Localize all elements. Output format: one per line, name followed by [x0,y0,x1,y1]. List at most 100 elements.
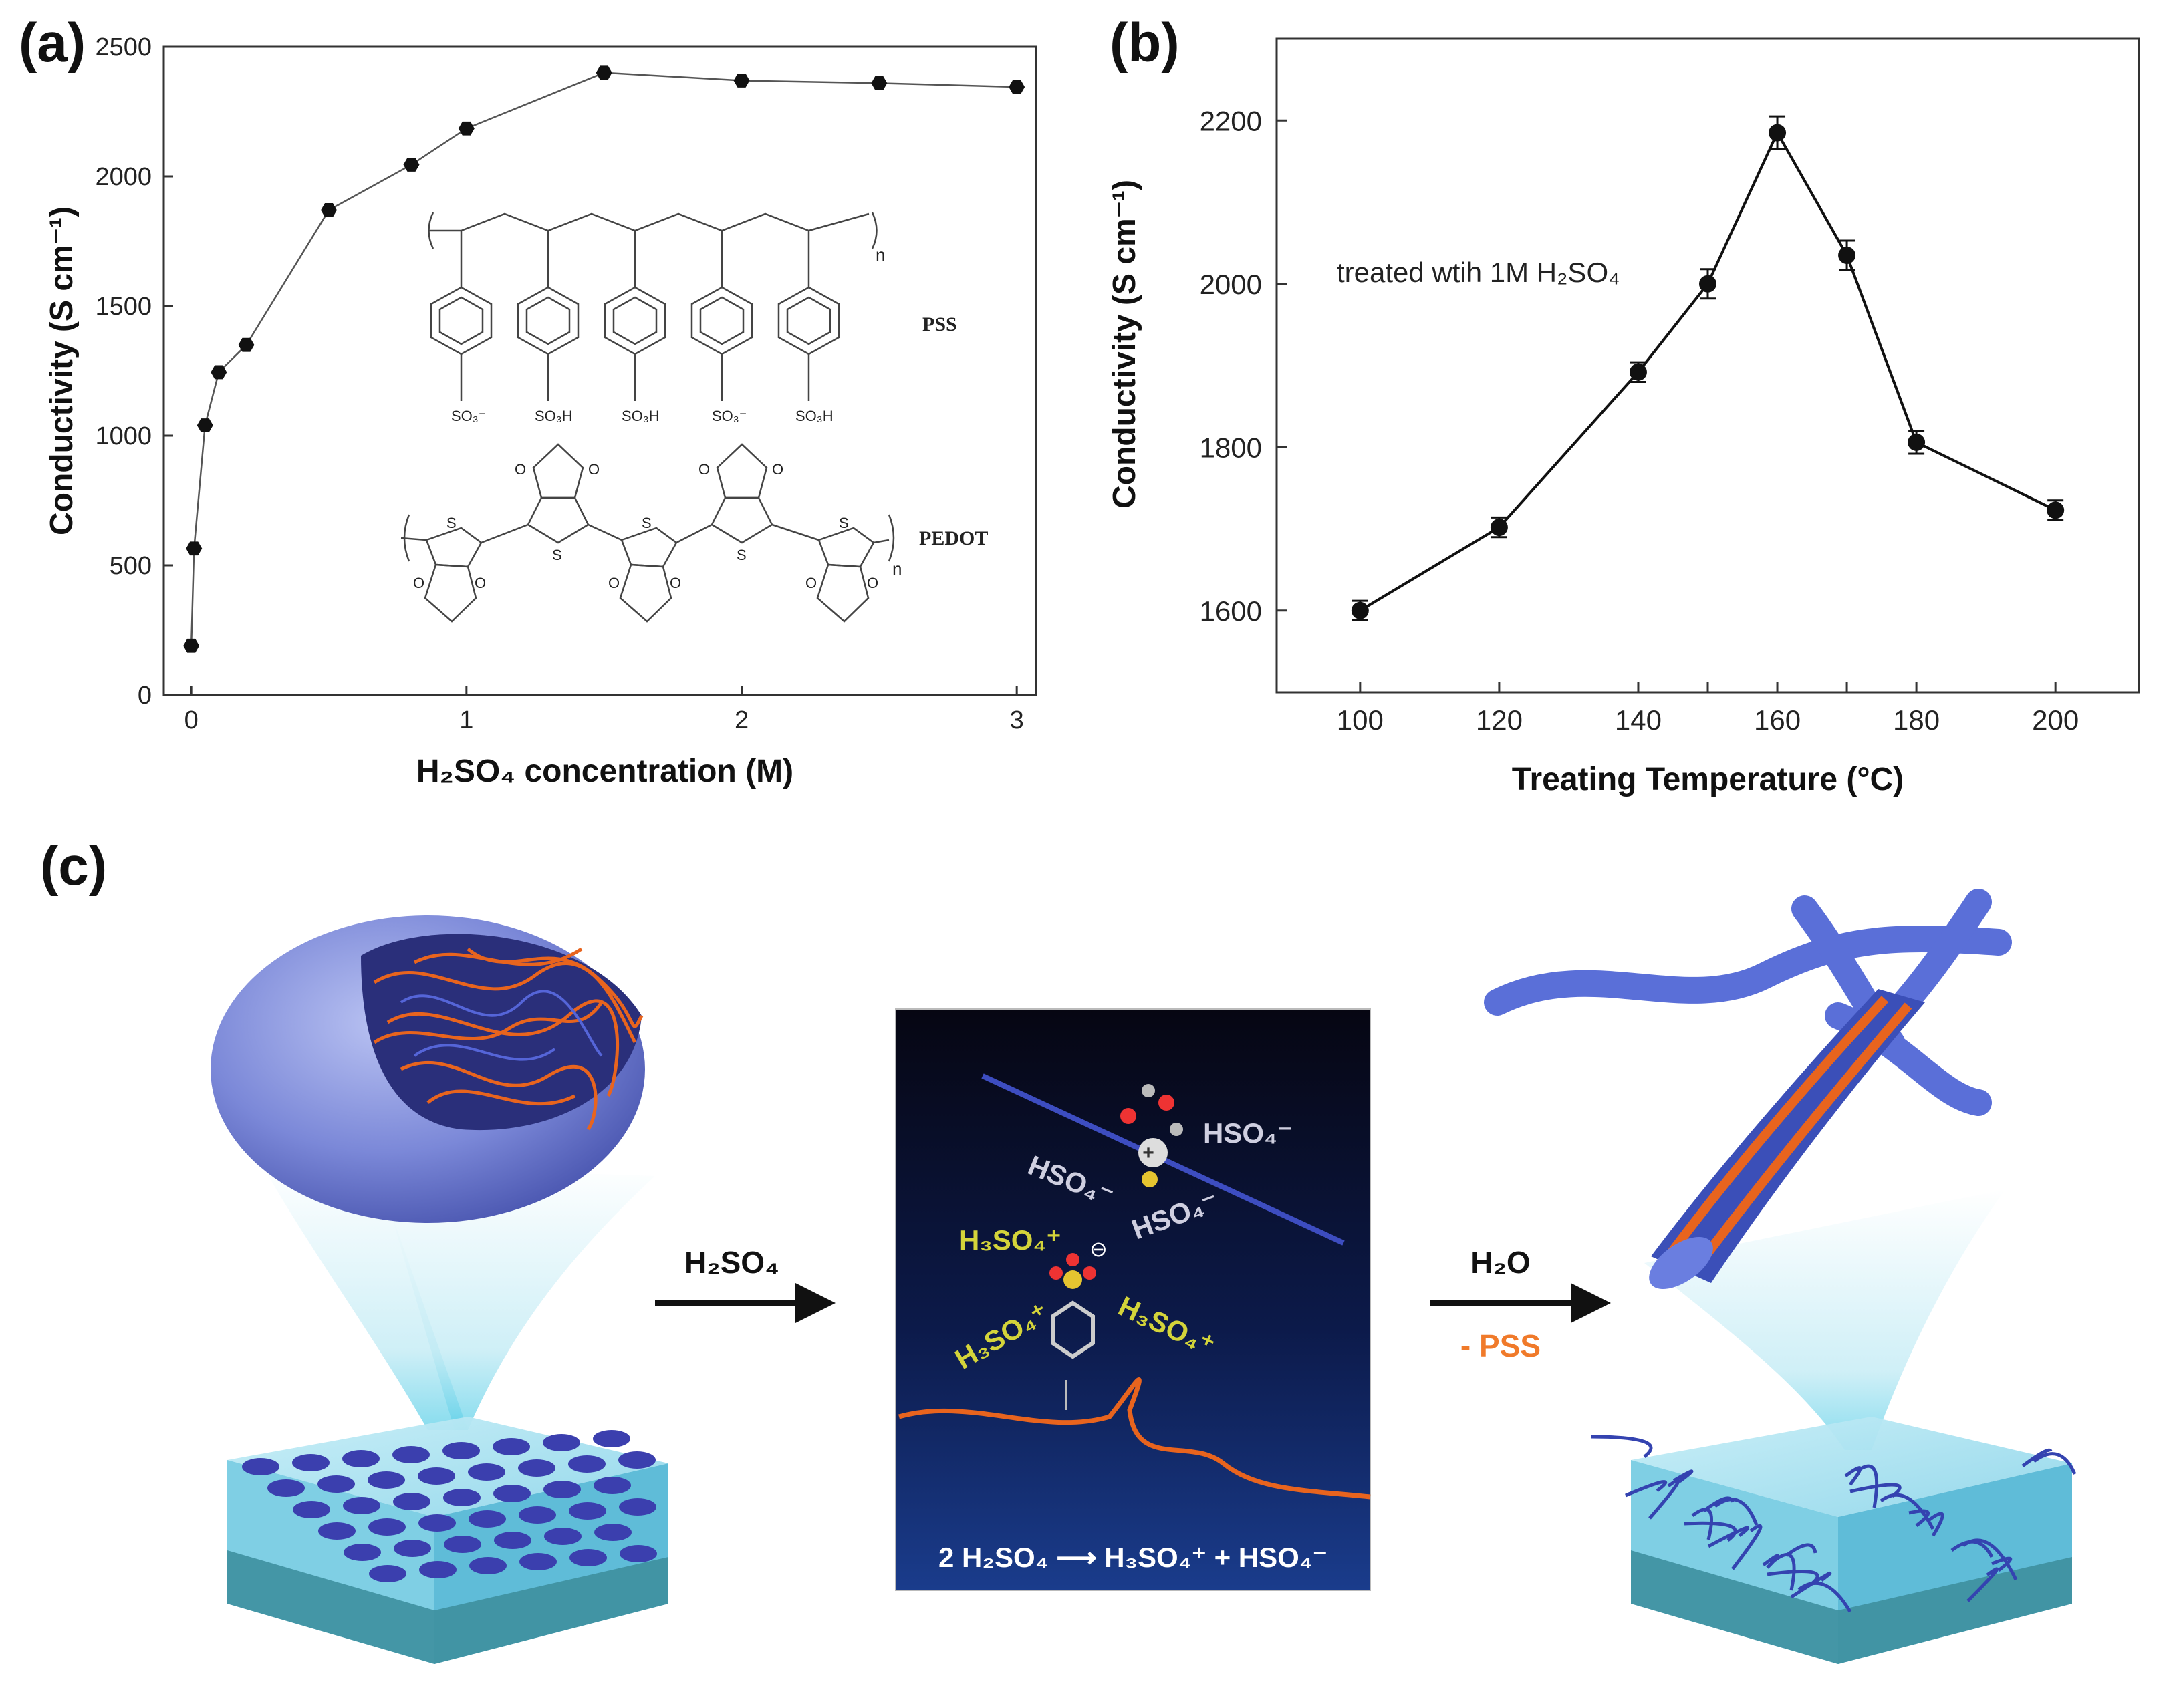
chart-a-xtick-label: 2 [735,706,749,734]
pedot-fiber [1908,1509,1930,1527]
svg-text:+: + [1142,1142,1154,1164]
pedot-fiber [1672,1469,1694,1483]
chart-b-xtick-label: 100 [1337,704,1384,736]
chart-a-point [596,65,612,80]
pss-anion-molecule: ⊖ [1049,1237,1108,1359]
pss-so3-2: SO₃⁻ [712,408,747,424]
pedot-fiber [1590,1435,1653,1458]
pss-grain-dot [418,1467,455,1485]
chart-b-ytick-label: 1600 [1200,595,1262,627]
pss-grain-dot [593,1430,630,1447]
chart-a-point [238,337,255,352]
chart-b-point [1838,246,1856,264]
pedot-fiber [1762,1554,1780,1569]
chart-a-ytick-label: 1000 [95,422,152,450]
chart-a-point [197,418,213,432]
chart-b-point [1351,601,1369,619]
pedot-fiber [2033,1452,2077,1475]
pedot-s-5: S [839,515,849,531]
chart-b-xlabel: Treating Temperature (°C) [1512,762,1904,797]
pedot-cation-molecule: + [1120,1084,1183,1187]
pss-grain-dot [344,1544,381,1561]
pss-grain-dot [267,1479,305,1497]
pedot-o-10: O [867,575,878,591]
chart-b-frame [1275,37,2140,694]
pedot-fiber [2021,1448,2053,1468]
pss-grain-dot [519,1506,556,1524]
pedot-fiber [1880,1493,1935,1530]
chart-b-ytick-label: 2000 [1200,269,1262,300]
pss-grain-dot [442,1442,480,1459]
chart-b-point [1490,519,1508,537]
chart-a-ytick-label: 0 [138,682,152,710]
arrow-h2so4-label: H₂SO₄ [684,1245,779,1280]
chart-a-xtick-label: 1 [459,706,473,734]
pedot-fiber [1926,1512,1944,1537]
pedot-fiber [1844,1466,1862,1486]
pedot-fiber [1702,1496,1735,1513]
pss-grain-dot [519,1553,557,1570]
pedot-fiber [1684,1521,1737,1542]
pedot-fiber [1785,1543,1817,1558]
pss-grain-dot [518,1459,555,1477]
chart-b-point [2047,501,2065,519]
pedot-s-2: S [552,547,562,563]
chart-a-ytick-label: 2500 [95,33,152,61]
pedot-o-6: O [475,575,486,591]
chart-a-ylabel: Conductivity (S cm⁻¹) [44,206,80,535]
pss-grain-dot [620,1545,657,1562]
panel-a-label: (a) [19,13,86,74]
chart-b-xtick-label: 180 [1893,704,1940,736]
panel-b-label: (b) [1110,13,1180,74]
reaction-equation: 2 H₂SO₄ ⟶ H₃SO₄⁺ + HSO₄⁻ [938,1542,1327,1573]
panel-c-label: (c) [40,836,108,897]
chart-a-xtick-label: 0 [184,706,199,734]
chart-b-xtick-label: 140 [1615,704,1662,736]
arrow-pss-label: - PSS [1460,1328,1541,1363]
pedot-fiber [1625,1480,1667,1498]
pedot-fiber [1966,1567,1999,1602]
h3so4-label-1: H₃SO₄⁺ [959,1224,1061,1256]
pedot-s-3: S [642,515,652,531]
chart-b-point [1769,124,1787,142]
pedot-o-7: O [608,575,620,591]
pedot-o-2: O [588,461,600,478]
pss-grain-dot [569,1502,606,1520]
chart-b-ylabel: Conductivity (S cm⁻¹) [1107,180,1142,509]
chart-b-xtick-label: 160 [1754,704,1801,736]
pss-grain-dot [418,1514,456,1532]
chart-a-point [211,365,227,380]
pss-so3h-2: SO₃H [622,408,660,424]
pss-grain-dot [292,1454,330,1471]
pedot-fiber [1950,1540,1994,1558]
pss-grain-dot [543,1434,580,1451]
pedot-fiber [1731,1524,1763,1570]
pedot-s-4: S [737,547,747,563]
pedot-fiber [1773,1552,1796,1591]
chart-b-ytick-label: 1800 [1200,432,1262,463]
pss-grain-dot [368,1518,406,1536]
pss-grain-dot [494,1532,531,1549]
pss-grain-dot [594,1477,631,1494]
chart-b-point [1629,363,1647,381]
pedot-fiber [1797,1581,1852,1613]
pss-grain-dot [594,1524,632,1541]
chart-a-ytick-label: 1500 [95,293,152,321]
pss-grain-dot [393,1493,430,1510]
chart-a-point [321,203,338,217]
pss-grain-dot [469,1557,507,1574]
chart-a-point [403,158,420,172]
hso4-label-2: HSO₄⁻ [1203,1117,1292,1149]
reaction-panel: + ⊖ HSO₄⁻ HSO₄⁻ HSO₄⁻ H₃SO₄⁺ H₃SO₄⁺ H₃SO… [895,1008,1371,1591]
svg-text:⊖: ⊖ [1090,1237,1108,1261]
pss-grain-dot [469,1510,506,1528]
arrow-h2o-label: H₂O [1470,1245,1530,1280]
chart-a-ytick-label: 2000 [95,163,152,191]
pss-grain-dot [568,1455,606,1473]
pss-structure [428,212,878,401]
pss-grain-dot [569,1549,607,1566]
chart-b-ytick-label: 2200 [1200,105,1262,136]
pss-grain-dot [392,1446,430,1463]
chart-a-series-line [190,72,1017,646]
